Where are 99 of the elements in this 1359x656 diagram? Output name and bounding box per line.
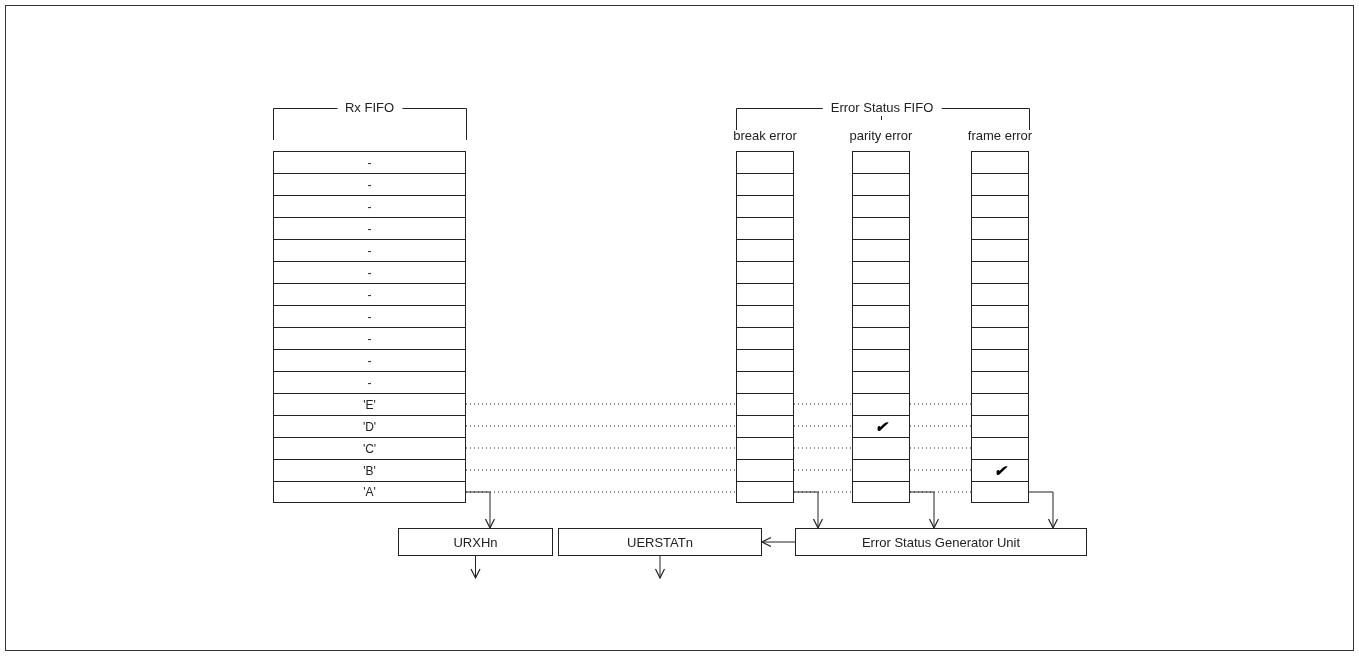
cell-text: - bbox=[367, 178, 372, 191]
fifo-cell bbox=[736, 239, 794, 261]
fifo-cell bbox=[273, 415, 466, 437]
fifo-cell bbox=[971, 393, 1029, 415]
fifo-cell bbox=[273, 195, 466, 217]
fifo-cell bbox=[852, 305, 910, 327]
cell-text: - bbox=[367, 266, 372, 279]
fifo-cell bbox=[852, 261, 910, 283]
cell-text: 'A' bbox=[363, 486, 376, 498]
fifo-cell bbox=[971, 437, 1029, 459]
fifo-cell bbox=[273, 173, 466, 195]
column-heading: parity error bbox=[849, 128, 913, 144]
fifo-cell bbox=[971, 195, 1029, 217]
check-mark: ✔ bbox=[874, 419, 888, 434]
arrow bbox=[470, 555, 481, 579]
fifo-cell bbox=[971, 415, 1029, 437]
arrow bbox=[909, 491, 940, 529]
fifo-cell bbox=[971, 239, 1029, 261]
arrow bbox=[761, 536, 796, 548]
cell-text: 'B' bbox=[363, 464, 376, 477]
fifo-cell bbox=[273, 459, 466, 481]
fifo-cell bbox=[971, 151, 1029, 173]
fifo-cell bbox=[736, 217, 794, 239]
fifo-cell bbox=[736, 415, 794, 437]
fifo-cell bbox=[852, 415, 910, 437]
fifo-cell bbox=[736, 195, 794, 217]
process-box bbox=[795, 528, 1087, 556]
box-label: URXHn bbox=[453, 535, 498, 549]
cell-text: - bbox=[367, 156, 372, 169]
fifo-cell bbox=[852, 327, 910, 349]
cell-text: 'E' bbox=[363, 398, 376, 411]
fifo-cell bbox=[971, 459, 1029, 481]
cell-text: - bbox=[367, 222, 372, 235]
check-mark: ✔ bbox=[993, 463, 1007, 478]
process-box bbox=[398, 528, 553, 556]
fifo-heading: Error Status FIFO bbox=[822, 100, 942, 116]
fifo-cell bbox=[971, 261, 1029, 283]
fifo-cell bbox=[736, 151, 794, 173]
fifo-cell bbox=[273, 261, 466, 283]
cell-text: - bbox=[367, 332, 372, 345]
fifo-cell bbox=[273, 217, 466, 239]
column-heading: frame error bbox=[967, 128, 1033, 144]
fifo-cell bbox=[736, 261, 794, 283]
fifo-cell bbox=[852, 371, 910, 393]
fifo-cell bbox=[971, 481, 1029, 503]
fifo-cell bbox=[852, 349, 910, 371]
fifo-cell bbox=[852, 217, 910, 239]
fifo-cell bbox=[273, 349, 466, 371]
fifo-cell bbox=[971, 327, 1029, 349]
fifo-cell bbox=[736, 371, 794, 393]
fifo-cell bbox=[852, 393, 910, 415]
fifo-cell bbox=[736, 393, 794, 415]
fifo-cell bbox=[971, 217, 1029, 239]
fifo-cell bbox=[273, 305, 466, 327]
fifo-cell bbox=[852, 195, 910, 217]
fifo-cell bbox=[971, 349, 1029, 371]
fifo-cell bbox=[852, 173, 910, 195]
process-box bbox=[558, 528, 762, 556]
fifo-cell bbox=[736, 459, 794, 481]
fifo-cell bbox=[736, 327, 794, 349]
fifo-cell bbox=[971, 283, 1029, 305]
fifo-cell bbox=[852, 459, 910, 481]
fifo-cell bbox=[736, 305, 794, 327]
fifo-cell bbox=[852, 481, 910, 503]
fifo-cell bbox=[852, 239, 910, 261]
arrow bbox=[654, 555, 666, 579]
column-heading: break error bbox=[733, 128, 797, 144]
fifo-cell bbox=[971, 173, 1029, 195]
box-label: UERSTATn bbox=[627, 535, 693, 549]
fifo-cell bbox=[273, 239, 466, 261]
fifo-cell bbox=[852, 151, 910, 173]
cell-text: - bbox=[367, 288, 372, 301]
fifo-cell bbox=[273, 327, 466, 349]
fifo-cell bbox=[273, 481, 466, 503]
fifo-cell bbox=[852, 437, 910, 459]
cell-text: - bbox=[367, 200, 372, 213]
fifo-cell bbox=[736, 283, 794, 305]
cell-text: 'C' bbox=[362, 442, 377, 455]
cell-text: - bbox=[367, 244, 372, 257]
cell-text: - bbox=[367, 354, 372, 367]
cell-text: - bbox=[367, 376, 372, 389]
fifo-cell bbox=[736, 349, 794, 371]
cell-text: - bbox=[367, 310, 372, 323]
box-label: Error Status Generator Unit bbox=[861, 535, 1021, 549]
arrow bbox=[465, 491, 496, 529]
arrow bbox=[793, 491, 824, 529]
fifo-cell bbox=[971, 305, 1029, 327]
fifo-cell bbox=[273, 371, 466, 393]
arrow bbox=[1028, 491, 1059, 529]
fifo-cell bbox=[971, 371, 1029, 393]
fifo-cell bbox=[736, 481, 794, 503]
fifo-cell bbox=[273, 283, 466, 305]
fifo-cell bbox=[736, 437, 794, 459]
fifo-cell bbox=[852, 283, 910, 305]
fifo-cell bbox=[273, 393, 466, 415]
cell-text: 'D' bbox=[362, 420, 377, 433]
fifo-cell bbox=[273, 151, 466, 173]
fifo-cell bbox=[736, 173, 794, 195]
fifo-cell bbox=[273, 437, 466, 459]
